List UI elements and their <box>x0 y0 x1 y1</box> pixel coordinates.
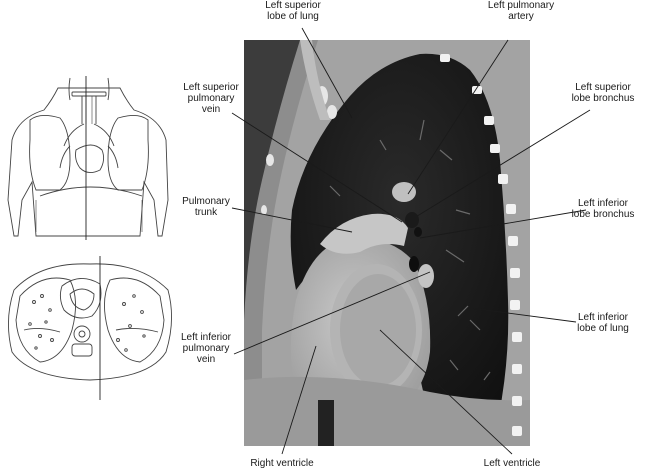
leader-left-inferior-lobe-bronchus <box>419 209 587 239</box>
label-left-inferior-pulmonary-vein: Left inferior pulmonary vein <box>180 332 232 365</box>
leader-left-inferior-pulmonary-vein <box>233 271 431 355</box>
thumbnail-chest-axial <box>8 263 172 381</box>
label-left-ventricle: Left ventricle <box>483 458 541 469</box>
thumbnail-chest-coronal <box>7 77 169 237</box>
leader-right-ventricle <box>281 345 317 455</box>
leader-left-superior-lobe-of-lung <box>301 27 353 119</box>
leader-left-pulmonary-artery <box>407 39 509 195</box>
leader-lines <box>231 27 591 455</box>
label-left-superior-lobe-of-lung: Left superior lobe of lung <box>265 0 321 22</box>
leader-left-inferior-lobe-of-lung <box>469 307 577 323</box>
leader-left-superior-pulmonary-vein <box>231 112 403 223</box>
label-left-pulmonary-artery: Left pulmonary artery <box>487 0 555 22</box>
label-left-inferior-lobe-of-lung: Left inferior lobe of lung <box>577 312 629 334</box>
label-right-ventricle: Right ventricle <box>250 458 314 469</box>
label-pulmonary-trunk: Pulmonary trunk <box>182 196 230 218</box>
label-left-superior-pulmonary-vein: Left superior pulmonary vein <box>183 82 239 115</box>
label-left-inferior-lobe-bronchus: Left inferior lobe bronchus <box>571 198 635 220</box>
leader-left-superior-lobe-bronchus <box>413 109 591 219</box>
leader-pulmonary-trunk <box>231 207 353 233</box>
leader-left-ventricle <box>379 329 513 455</box>
label-left-superior-lobe-bronchus: Left superior lobe bronchus <box>571 82 635 104</box>
ct-image <box>244 40 530 446</box>
